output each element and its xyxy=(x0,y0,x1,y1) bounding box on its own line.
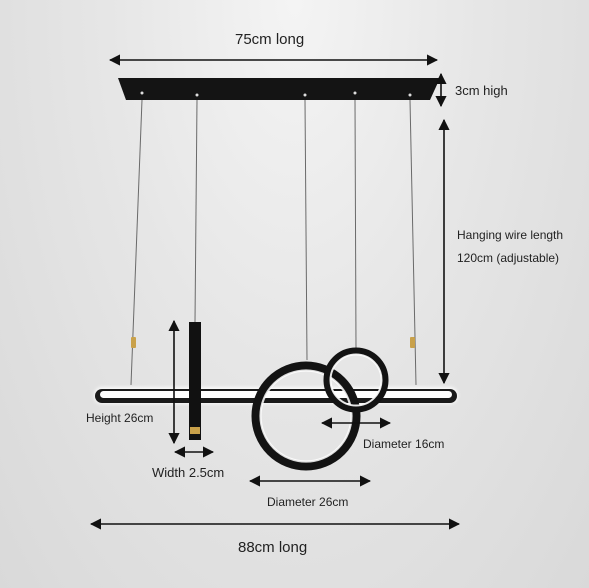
cylinder-light xyxy=(189,322,201,440)
ceiling-canopy xyxy=(118,78,440,100)
cylinder-height-label: Height 26cm xyxy=(86,411,154,425)
wire-length-label-line1: Hanging wire length xyxy=(457,228,564,242)
large-ring xyxy=(251,361,361,471)
wire-adjusters xyxy=(131,337,415,348)
canopy-height-label: 3cm high xyxy=(455,83,508,98)
large-ring-diameter-label: Diameter 26cm xyxy=(267,495,349,509)
cylinder-width-label: Width 2.5cm xyxy=(152,465,225,480)
dimension-arrows xyxy=(89,54,461,530)
small-ring-diameter-label: Diameter 16cm xyxy=(363,437,445,451)
led-bar xyxy=(94,387,458,404)
top-length-label: 75cm long xyxy=(235,31,305,48)
bottom-length-label: 88cm long xyxy=(238,539,308,556)
hanging-wires xyxy=(130,99,417,386)
small-ring xyxy=(323,347,389,413)
wire-length-label-line2: 120cm (adjustable) xyxy=(457,251,560,265)
